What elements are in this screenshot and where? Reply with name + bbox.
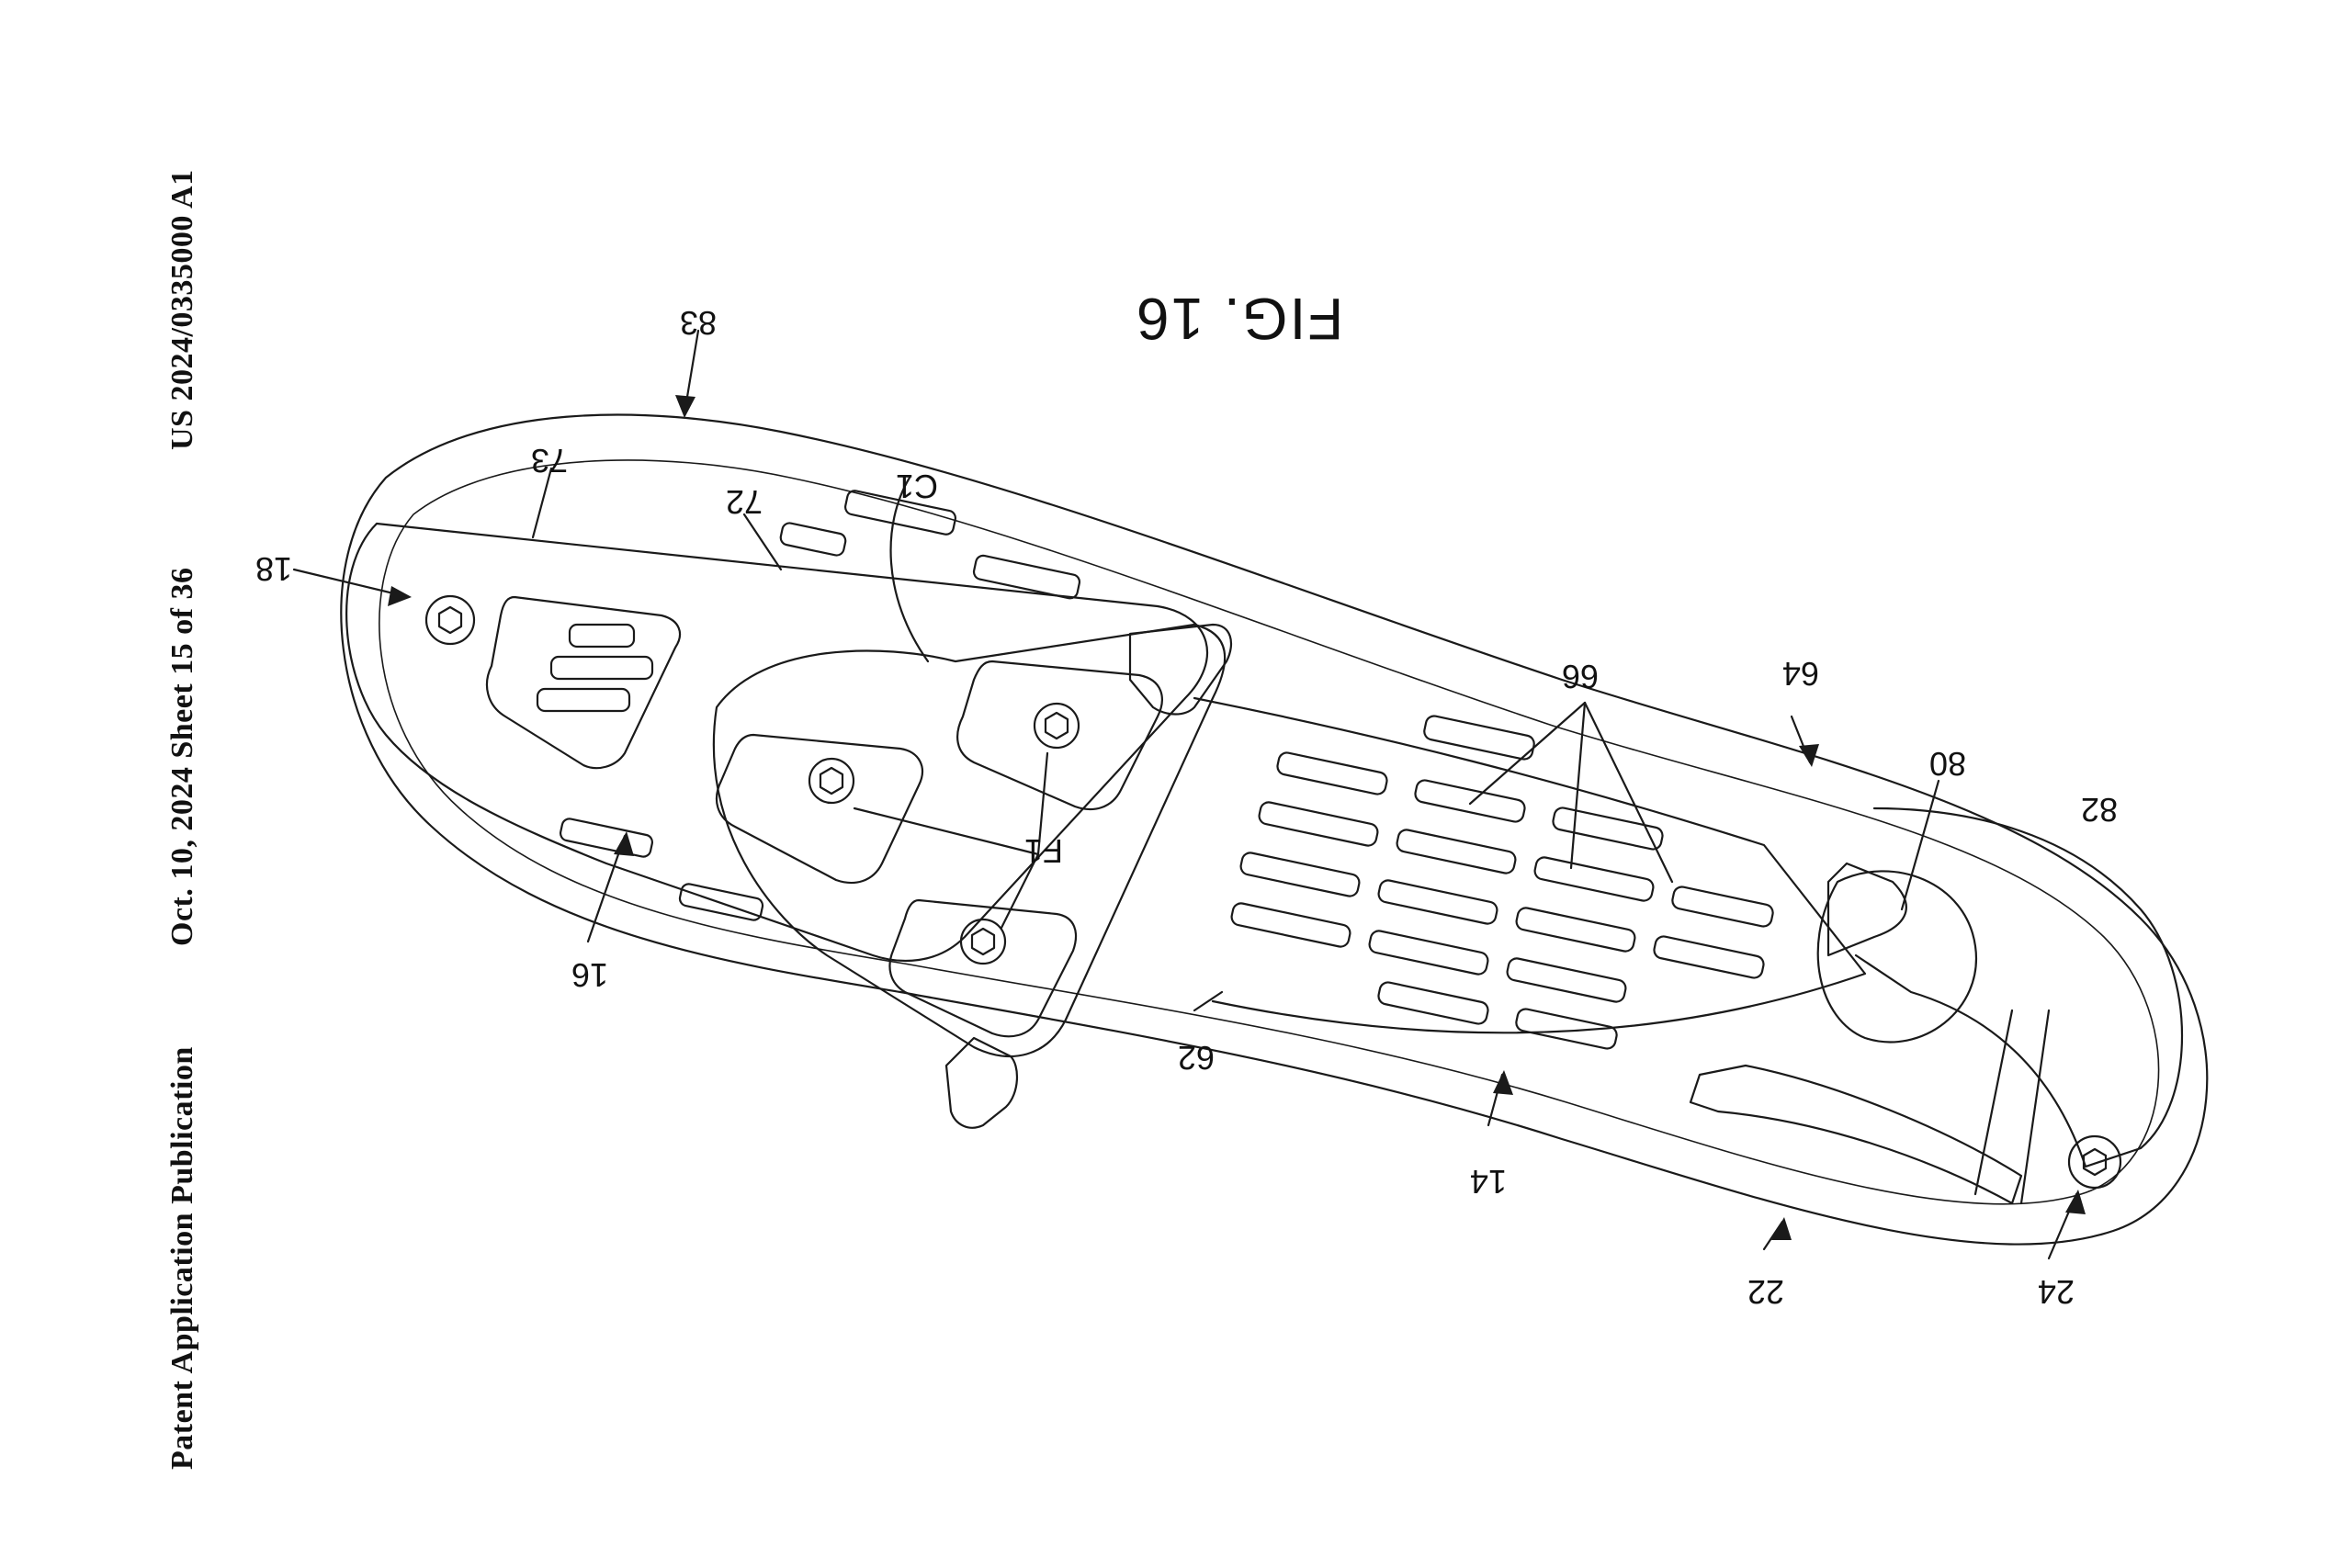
arrowhead-14 [1493, 1070, 1513, 1095]
bolt-toe [426, 596, 474, 644]
heel-stripe-1 [1975, 1010, 2012, 1194]
leader-66c [1585, 703, 1672, 882]
label-80: 80 [1929, 745, 1967, 783]
bolt-heel [2069, 1136, 2120, 1188]
label-C1: C1 [896, 468, 939, 505]
label-24: 24 [2038, 1273, 2075, 1311]
leader-72 [744, 514, 781, 570]
cleat-front-block [717, 735, 922, 883]
label-73: 73 [531, 442, 569, 479]
label-22: 22 [1747, 1273, 1785, 1311]
midfoot-lattice [1194, 698, 1865, 1050]
cleat-left-block [889, 900, 1076, 1036]
leader-73 [533, 468, 551, 537]
arrowhead-64 [1799, 744, 1819, 767]
leader-F1b [854, 808, 1038, 854]
arrowhead-24 [2065, 1190, 2086, 1214]
arrowhead-18 [388, 586, 412, 606]
label-F1: F1 [1024, 832, 1064, 870]
cleat-rear-tab [1130, 625, 1231, 715]
heel-stripe-2 [2021, 1010, 2049, 1203]
bolt-front [809, 759, 854, 803]
label-16: 16 [571, 956, 609, 994]
leader-F1a [1038, 753, 1047, 854]
label-66: 66 [1562, 658, 1600, 695]
sole-outer-outline [341, 415, 2207, 1245]
heel-plate [1856, 808, 2182, 1167]
heel-cup [1818, 871, 1976, 1042]
cleat-bottom-tab [946, 1038, 1017, 1128]
label-83: 83 [680, 304, 718, 342]
label-62: 62 [1178, 1039, 1216, 1077]
arrowhead-16 [614, 831, 634, 856]
label-18: 18 [255, 550, 293, 588]
cleat-right-block [957, 661, 1162, 809]
heel-support-lower [1690, 1066, 2021, 1203]
label-64: 64 [1782, 655, 1820, 693]
cleat-body [714, 625, 1225, 1056]
toe-plate-window [487, 597, 680, 768]
leader-62 [1194, 992, 1222, 1010]
leader-66a [1470, 703, 1585, 804]
sole-inner-outline [379, 460, 2159, 1204]
heel-support-upper [1828, 863, 1906, 955]
label-82: 82 [2081, 791, 2119, 829]
label-72: 72 [726, 483, 763, 521]
arrowhead-83 [675, 395, 695, 418]
leader-66b [1571, 703, 1585, 868]
leader-F1c [1001, 854, 1038, 928]
arrowhead-22 [1771, 1217, 1792, 1240]
bolt-right [1035, 704, 1079, 748]
toe-plate [346, 524, 1207, 961]
label-14: 14 [1470, 1163, 1508, 1201]
leader-C1 [891, 478, 928, 661]
bolt-left [961, 919, 1005, 964]
leader-80 [1902, 781, 1939, 909]
leader-18 [294, 570, 409, 597]
